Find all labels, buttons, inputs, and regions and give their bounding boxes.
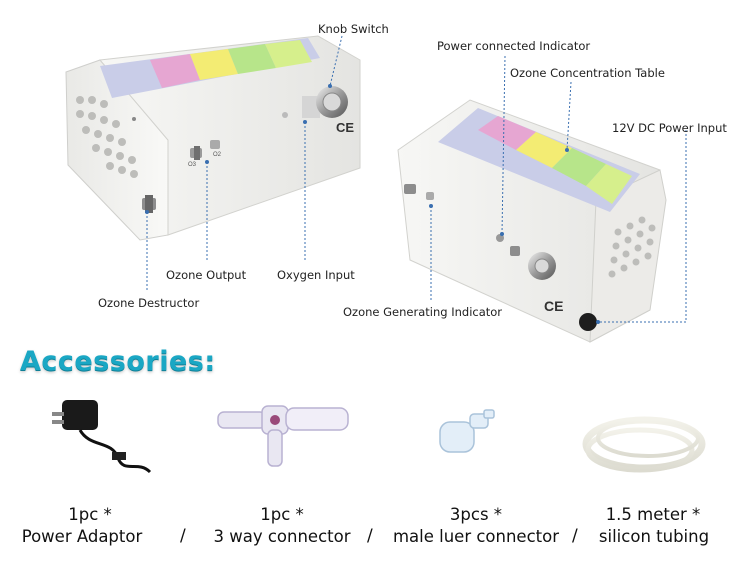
power-adaptor-image <box>52 400 152 474</box>
ozone-destructor-label: Ozone Destructor <box>98 296 200 310</box>
ce-mark-left: CE <box>336 120 355 135</box>
accessory-name-male-luer-connector: male luer connector <box>392 527 560 546</box>
port-label-o2: O2 <box>213 152 222 158</box>
ozone-generating-indicator-label: Ozone Generating Indicator <box>343 305 503 319</box>
accessory-name-power-adaptor: Power Adaptor <box>21 527 143 546</box>
dc-power-input-port <box>579 313 597 331</box>
right-device <box>397 99 667 343</box>
callout-dots <box>145 84 600 324</box>
separator: / <box>180 526 186 546</box>
port-label-o3: O3 <box>188 162 197 168</box>
ce-mark-right: CE <box>544 298 564 314</box>
silicon-tubing-image <box>582 416 706 473</box>
vent-grille-left <box>76 96 138 178</box>
ozone-concentration-table-right <box>438 108 640 212</box>
accessory-name-3-way-connector: 3 way connector <box>213 527 351 546</box>
accessory-qty-power-adaptor: 1pc * <box>68 505 112 524</box>
accessory-qty-silicon-tubing: 1.5 meter * <box>605 505 701 524</box>
accessories-heading: Accessories: <box>20 346 216 377</box>
ozone-concentration-table-left <box>100 38 320 98</box>
ozone-concentration-table-label: Ozone Concentration Table <box>510 66 665 80</box>
three-way-connector-image <box>217 405 349 467</box>
ozone-destructor-port <box>142 195 156 213</box>
separator: / <box>367 526 373 546</box>
dc-power-input-label: 12V DC Power Input <box>612 121 727 135</box>
knob-switch-label: Knob Switch <box>318 22 389 36</box>
accessory-name-silicon-tubing: silicon tubing <box>598 527 710 546</box>
separator: / <box>572 526 578 546</box>
vent-grille-right <box>608 216 656 278</box>
ozone-output-port-left <box>190 146 202 160</box>
indicator-light-left <box>282 112 288 118</box>
male-luer-connector-image <box>439 409 495 453</box>
oxygen-input-label: Oxygen Input <box>277 268 355 282</box>
knob-switch-right <box>528 252 556 280</box>
accessory-qty-3-way-connector: 1pc * <box>260 505 304 524</box>
ports-right <box>404 184 520 256</box>
knob-switch-left <box>302 86 348 118</box>
oxygen-input-port-left <box>210 140 220 149</box>
callout-lines <box>146 35 687 323</box>
ozone-output-label: Ozone Output <box>166 268 247 282</box>
left-device <box>65 35 361 241</box>
accessory-qty-male-luer-connector: 3pcs * <box>449 505 503 524</box>
power-connected-indicator-label: Power connected Indicator <box>437 39 591 53</box>
